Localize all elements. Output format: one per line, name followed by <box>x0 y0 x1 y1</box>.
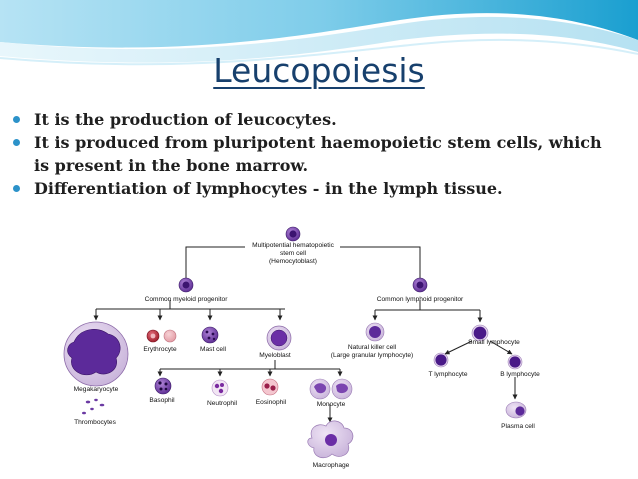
basophil-label: Basophil <box>149 397 175 404</box>
bullet-list: It is the production of leucocytes. It i… <box>10 108 610 200</box>
neutrophil-label: Neutrophil <box>207 400 238 407</box>
nk-cell-icon <box>365 322 385 342</box>
mast-cell-icon <box>201 326 219 344</box>
t-lymphocyte-label: T lymphocyte <box>428 371 467 378</box>
megakaryocyte-icon <box>63 321 129 387</box>
megakaryocyte-label: Megakaryocyte <box>74 386 119 393</box>
bullet-item: Differentiation of lymphocytes - in the … <box>10 177 610 200</box>
nk-cell-label: (Large granular lymphocyte) <box>331 352 413 359</box>
plasma-cell-icon <box>505 401 527 419</box>
b-lymphocyte-label: B lymphocyte <box>500 371 540 378</box>
bullet-text: It is the production of leucocytes. <box>34 110 337 129</box>
macrophage-icon <box>307 420 354 459</box>
bullet-icon <box>13 116 20 123</box>
stem-cell-label: stem cell <box>280 250 307 257</box>
thrombocytes-label: Thrombocytes <box>74 419 116 426</box>
bullet-icon <box>13 185 20 192</box>
slide-title: Leucopoiesis <box>213 51 425 90</box>
eosinophil-icon <box>261 378 279 396</box>
monocyte-icon <box>309 378 353 400</box>
nk-cell-label: Natural killer cell <box>348 344 397 351</box>
eosinophil-label: Eosinophil <box>256 399 287 406</box>
wave-banner <box>0 0 638 66</box>
myeloblast-icon <box>266 325 292 351</box>
thrombocytes-icon <box>82 398 105 415</box>
lymphoid-progenitor-label: Common lymphoid progenitor <box>377 296 464 303</box>
connector-lines <box>93 246 518 423</box>
bullet-item: It is produced from pluripotent haemopoi… <box>10 131 610 177</box>
plasma-cell-label: Plasma cell <box>501 423 535 430</box>
erythrocyte-icon <box>163 329 177 343</box>
b-lymphocyte-icon <box>507 354 523 370</box>
t-lymphocyte-icon <box>433 352 449 368</box>
bullet-icon <box>13 139 20 146</box>
bullet-text: Differentiation of lymphocytes - in the … <box>34 179 503 198</box>
hematopoiesis-diagram: Multipotential hematopoietic stem cell (… <box>63 226 540 469</box>
monocyte-label: Monocyte <box>317 401 346 408</box>
mast-cell-label: Mast cell <box>200 346 227 353</box>
neutrophil-icon <box>211 379 229 397</box>
small-lymphocyte-icon <box>471 324 489 342</box>
bullet-text: It is produced from pluripotent haemopoi… <box>34 133 602 175</box>
basophil-icon <box>154 377 172 395</box>
myeloid-progenitor-label: Common myeloid progenitor <box>145 296 229 303</box>
myeloblast-label: Myeloblast <box>259 352 291 359</box>
erythrocyte-label: Erythrocyte <box>143 346 177 353</box>
stem-cell-label: (Hemocytoblast) <box>269 258 317 265</box>
bullet-item: It is the production of leucocytes. <box>10 108 610 131</box>
macrophage-label: Macrophage <box>313 462 350 469</box>
small-lymphocyte-label: Small lymphocyte <box>468 339 520 346</box>
stem-cell-label: Multipotential hematopoietic <box>252 242 334 249</box>
